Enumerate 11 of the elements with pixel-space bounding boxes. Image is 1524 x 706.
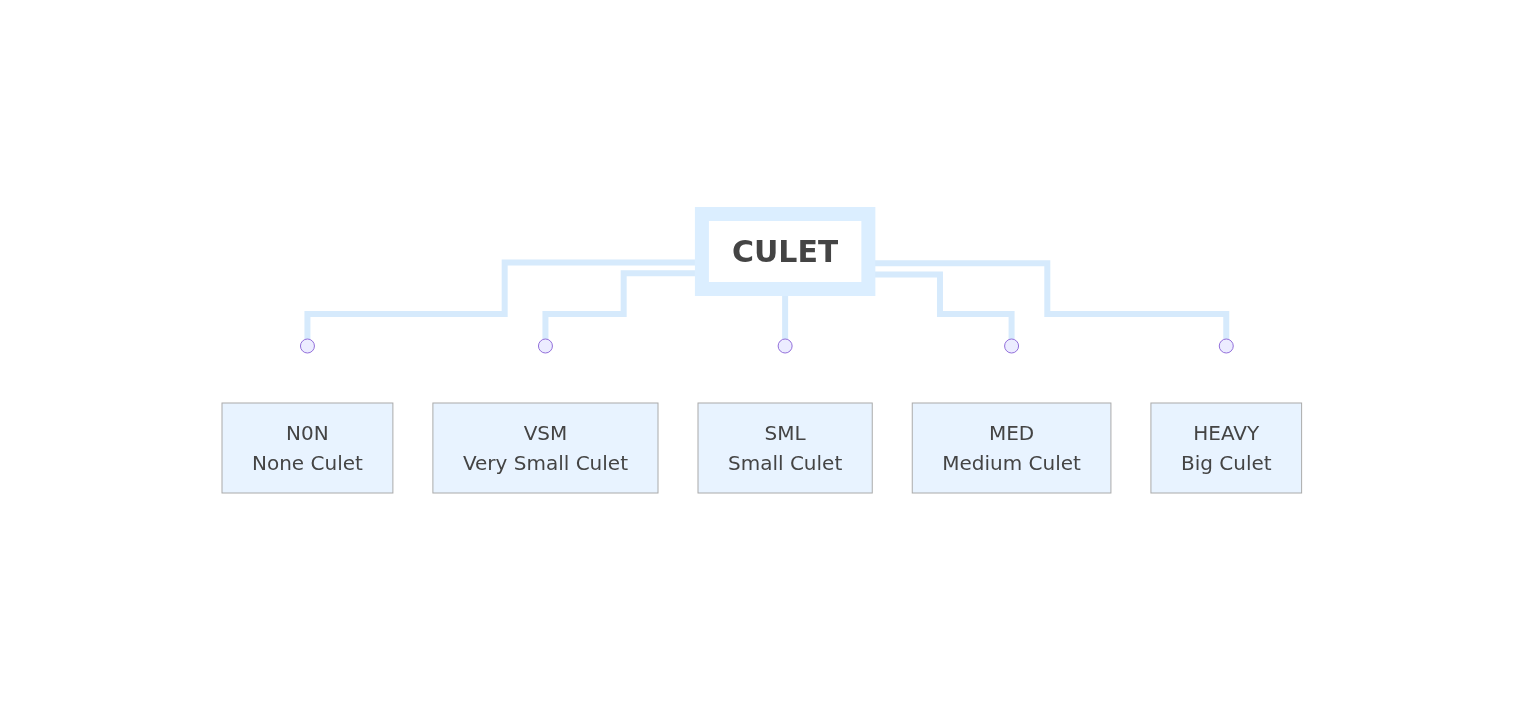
node-box: MED Medium Culet (911, 402, 1112, 493)
node-circle (1218, 338, 1234, 353)
node-box: SML Small Culet (697, 402, 873, 493)
node-box: HEAVY Big Culet (1150, 402, 1303, 493)
node-circle (300, 338, 316, 353)
node-box: VSM Very Small Culet (432, 402, 659, 493)
node-circle (538, 338, 554, 353)
node-circle (777, 338, 793, 353)
node-box: N0N None Culet (221, 402, 394, 493)
node-circle (1004, 338, 1020, 353)
node-box: CULET (695, 206, 876, 296)
